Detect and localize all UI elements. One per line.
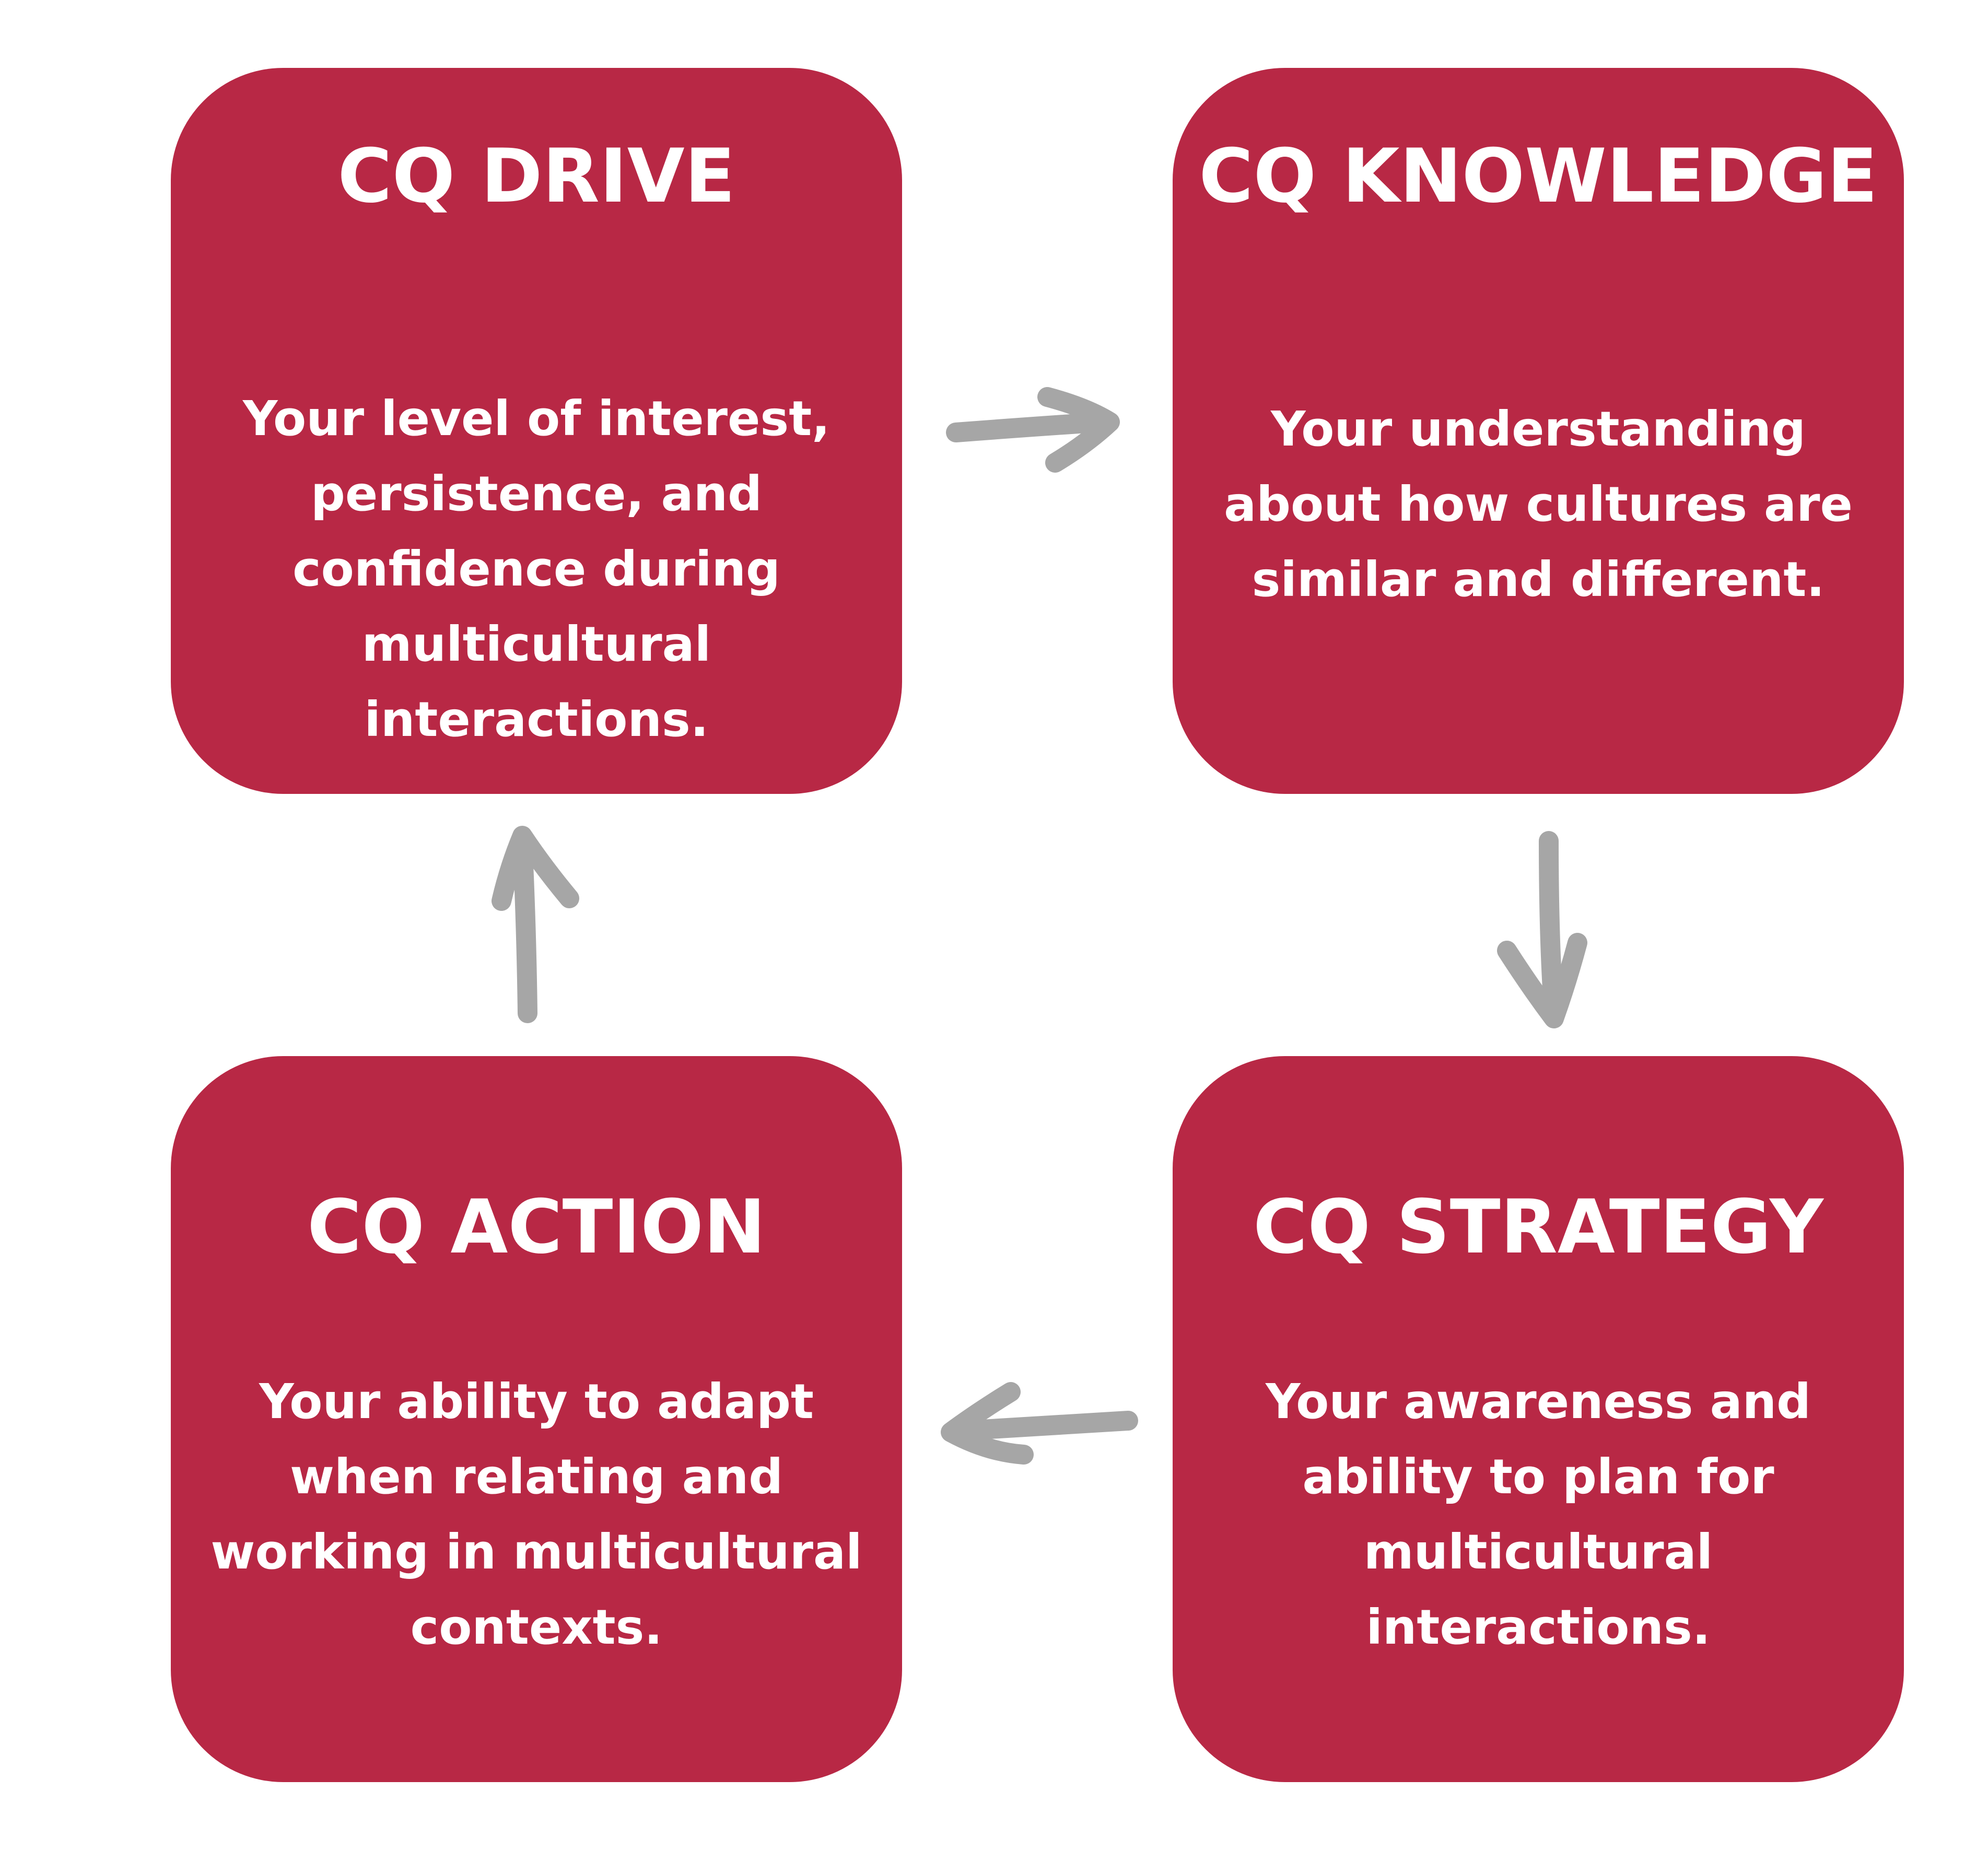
card-description-line: Your level of interest,	[242, 391, 831, 447]
card-cq-strategy: CQ STRATEGY Your awareness and ability t…	[1173, 1056, 1904, 1782]
card-description-line: confidence during	[293, 541, 780, 597]
arrow-up-icon	[492, 826, 579, 1023]
card-title: CQ DRIVE	[337, 133, 735, 219]
card-description-line: Your ability to adapt	[259, 1374, 814, 1430]
card-description-line: interactions.	[1366, 1599, 1711, 1655]
card-description-line: persistence, and	[311, 466, 762, 522]
card-description: Your ability to adapt when relating and …	[192, 1364, 881, 1665]
card-description-line: Your awareness and	[1265, 1374, 1811, 1430]
arrow-down-icon	[1497, 831, 1587, 1028]
card-description-line: multicultural	[361, 616, 711, 672]
card-title: CQ STRATEGY	[1253, 1184, 1823, 1270]
card-description-line: similar and different.	[1252, 552, 1825, 607]
card-description-line: when relating and	[289, 1449, 783, 1505]
card-title: CQ KNOWLEDGE	[1199, 133, 1878, 219]
arrow-left-icon	[941, 1382, 1138, 1465]
card-description-line: working in multicultural	[211, 1524, 862, 1580]
card-cq-action: CQ ACTION Your ability to adapt when rel…	[171, 1056, 902, 1782]
card-description-line: interactions.	[364, 692, 709, 747]
card-description-line: contexts.	[410, 1599, 663, 1655]
card-description-line: multicultural	[1363, 1524, 1713, 1580]
card-title: CQ ACTION	[307, 1184, 766, 1270]
card-cq-drive: CQ DRIVE Your level of interest, persist…	[171, 68, 902, 794]
card-cq-knowledge: CQ KNOWLEDGE Your understanding about ho…	[1173, 68, 1904, 794]
card-description-line: ability to plan for	[1302, 1449, 1774, 1505]
card-description-line: about how cultures are	[1224, 476, 1853, 532]
card-description: Your level of interest, persistence, and…	[202, 381, 871, 757]
card-description: Your understanding about how cultures ar…	[1204, 392, 1873, 617]
arrow-right-icon	[946, 387, 1120, 473]
card-description: Your awareness and ability to plan for m…	[1204, 1364, 1873, 1665]
card-description-line: Your understanding	[1271, 401, 1806, 457]
